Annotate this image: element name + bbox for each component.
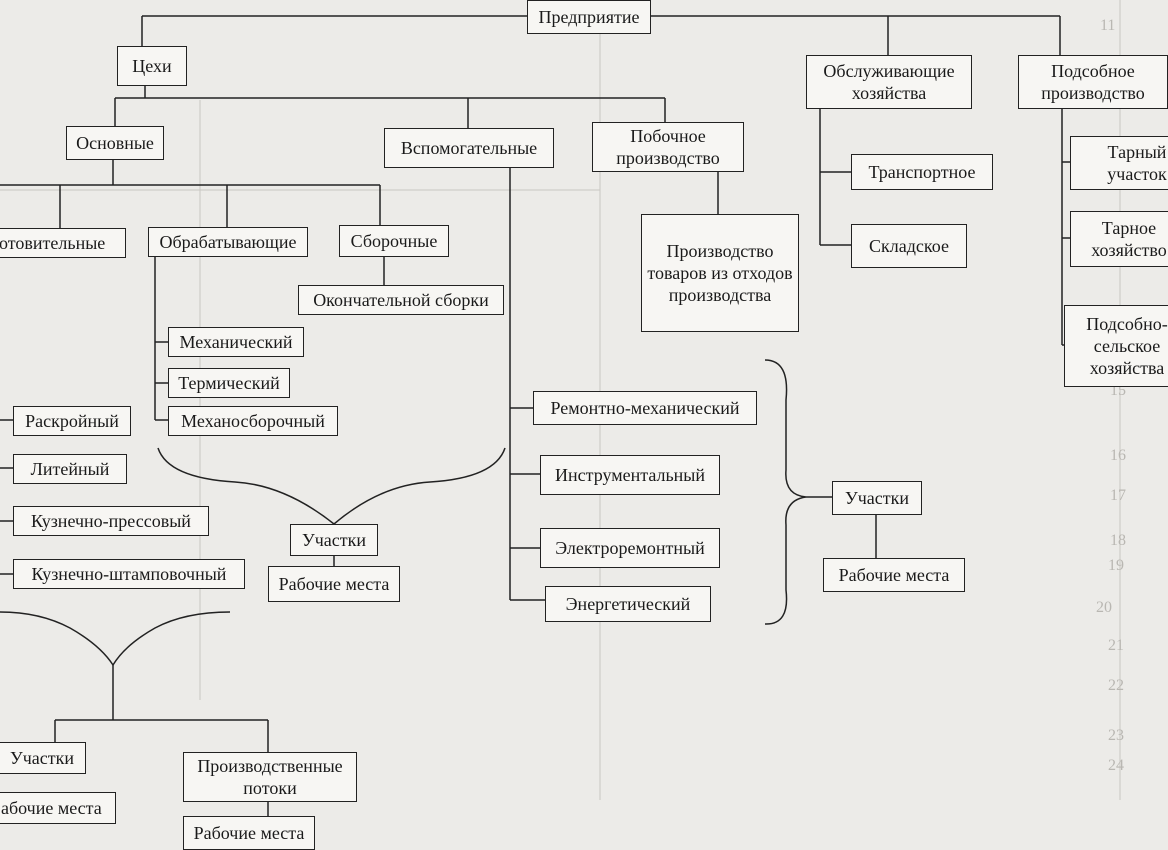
node-workplaces-left: абочие места (0, 792, 116, 824)
node-final-assembly: Окончательной сборки (298, 285, 504, 315)
node-energy: Энергетический (545, 586, 711, 622)
node-enterprise: Предприятие (527, 0, 651, 34)
svg-text:24: 24 (1108, 757, 1124, 774)
node-repair-mech: Ремонтно-механический (533, 391, 757, 425)
node-electro-repair: Электроремонтный (540, 528, 720, 568)
node-workplaces-bottom: Рабочие места (183, 816, 315, 850)
node-auxiliary: Вспомогательные (384, 128, 554, 168)
node-forging-press: Кузнечно-прессовый (13, 506, 209, 536)
svg-text:18: 18 (1110, 532, 1126, 549)
node-side-production: Побочное производство (592, 122, 744, 172)
svg-text:23: 23 (1108, 727, 1124, 744)
node-transport: Транспортное (851, 154, 993, 190)
node-waste-products: Производство товаров из отходов производ… (641, 214, 799, 332)
node-workplaces-right: Рабочие места (823, 558, 965, 592)
node-processing: Обрабатывающие (148, 227, 308, 257)
node-tare-section: Тарный участок (1070, 136, 1168, 190)
node-assembly: Сборочные (339, 225, 449, 257)
node-foundry: Литейный (13, 454, 127, 484)
node-forging-stamp: Кузнечно-штамповочный (13, 559, 245, 589)
node-sections-mid: Участки (290, 524, 378, 556)
node-thermal: Термический (168, 368, 290, 398)
node-tool: Инструментальный (540, 455, 720, 495)
node-tare-economy: Тарное хозяйство (1070, 211, 1168, 267)
connector-lines (0, 15, 1070, 816)
node-mech-assembly: Механосборочный (168, 406, 338, 436)
svg-text:21: 21 (1108, 637, 1124, 654)
node-warehouse: Складское (851, 224, 967, 268)
node-subsidiary-production: Подсобное производство (1018, 55, 1168, 109)
node-sections-left: Участки (0, 742, 86, 774)
node-shops: Цехи (117, 46, 187, 86)
svg-text:11: 11 (1100, 17, 1115, 34)
svg-text:20: 20 (1096, 599, 1112, 616)
svg-text:17: 17 (1110, 487, 1126, 504)
node-production-flows: Производственные потоки (183, 752, 357, 802)
svg-text:22: 22 (1108, 677, 1124, 694)
node-workplaces-mid: Рабочие места (268, 566, 400, 602)
node-main: Основные (66, 126, 164, 160)
node-service-facilities: Обслуживающие хозяйства (806, 55, 972, 109)
node-sections-right: Участки (832, 481, 922, 515)
background-show-through: 11 15 16 17 18 19 20 21 22 23 24 (0, 0, 1126, 800)
node-mechanical: Механический (168, 327, 304, 357)
node-agri-subsidiary: Подсобно-сельское хозяйства (1064, 305, 1168, 387)
svg-text:19: 19 (1108, 557, 1124, 574)
node-procurement: отовительные (0, 228, 126, 258)
node-cutting: Раскройный (13, 406, 131, 436)
svg-text:16: 16 (1110, 447, 1126, 464)
